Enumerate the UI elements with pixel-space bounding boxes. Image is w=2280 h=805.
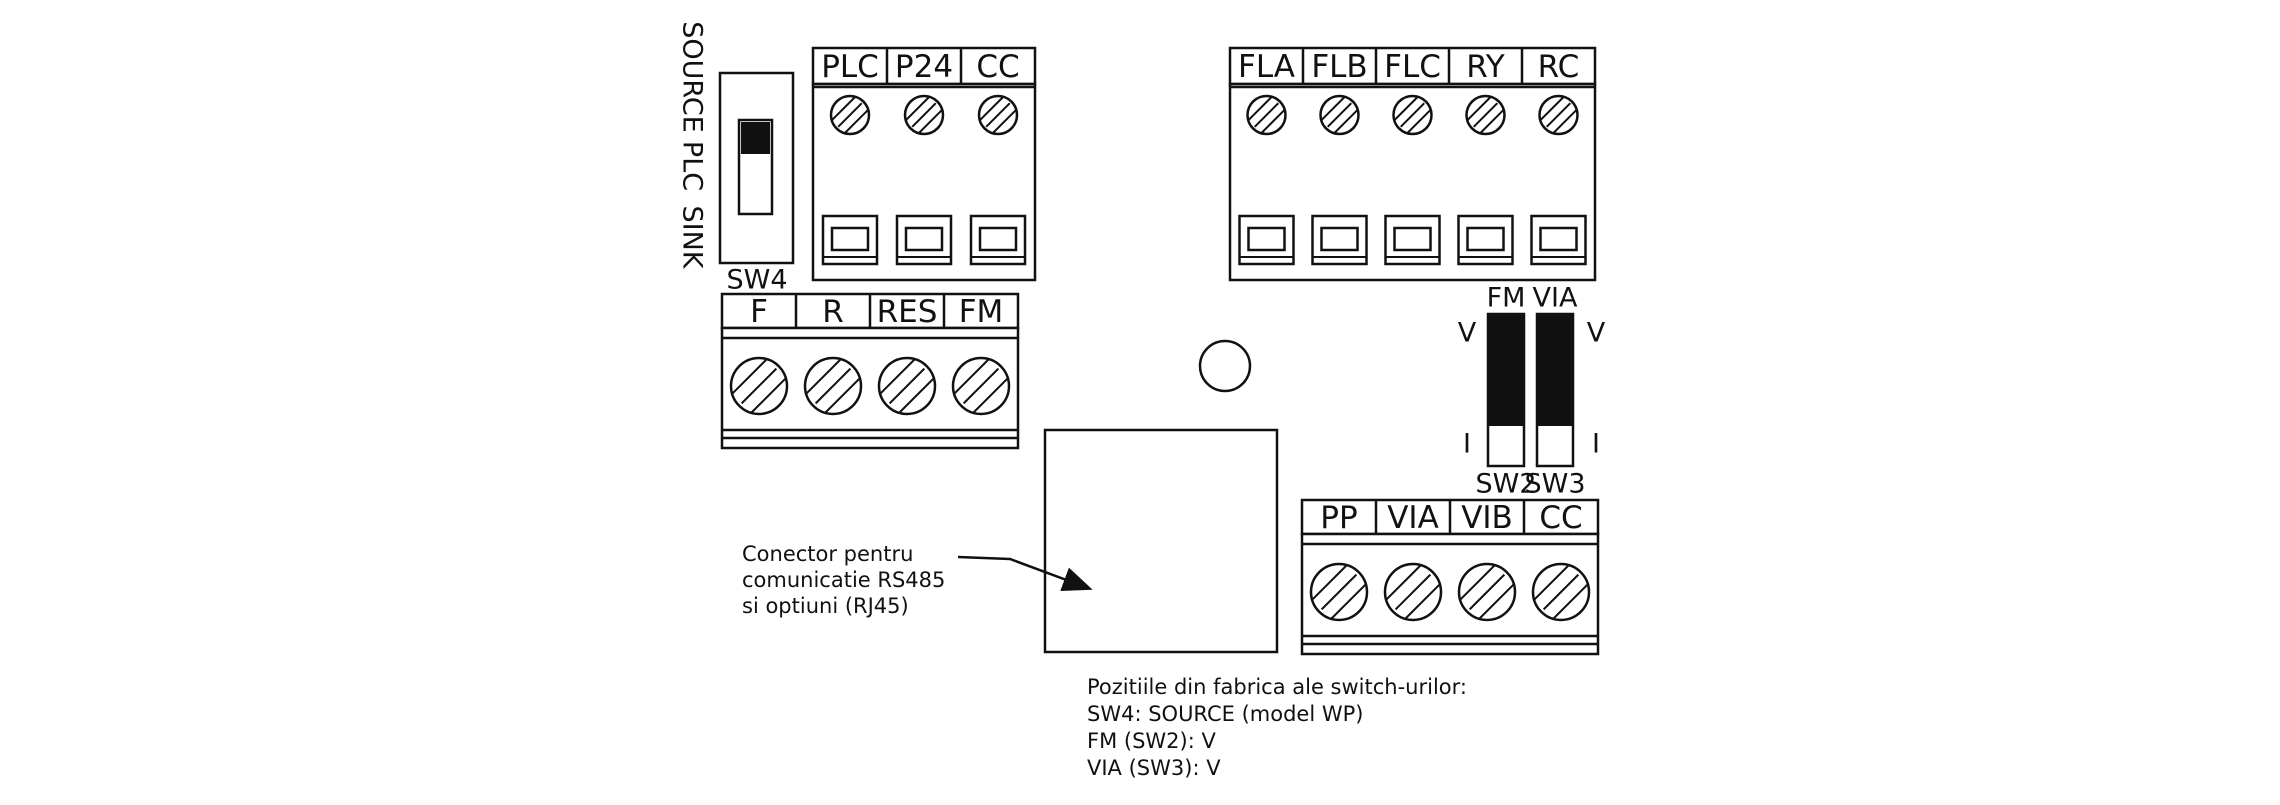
terminal-label: R [822, 294, 844, 330]
screw-icon [1319, 94, 1360, 136]
rj45-callout-line-3: si optiuni (RJ45) [742, 594, 909, 618]
terminal-label: CC [1539, 500, 1582, 536]
sw2-top-label: V [1458, 318, 1477, 349]
sw3-header: VIA [1533, 283, 1578, 314]
terminal-label: FLA [1238, 49, 1295, 85]
screw-icon [1392, 94, 1433, 136]
led-indicator [1198, 339, 1252, 393]
screw-icon [1531, 562, 1591, 622]
terminal-block-top-right: FLA FLB FLC RY RC [1228, 46, 1597, 282]
wire-clamp-icon [895, 214, 953, 266]
terminal-label: PP [1320, 500, 1357, 536]
sw2-label: SW2 [1475, 469, 1536, 500]
rj45-callout: Conector pentru comunicatie RS485 si opt… [742, 542, 1093, 618]
sw4-position-source: SOURCE [677, 21, 708, 132]
sw4-label: SW4 [726, 265, 787, 296]
sw3-bottom-label: I [1592, 429, 1600, 460]
rj45-connector [1043, 428, 1279, 654]
factory-note-line-4: VIA (SW3): V [1087, 756, 1221, 780]
sw4-switch: SOURCE PLC SINK SW4 [677, 21, 795, 296]
terminal-block-bottom-right: PP VIA VIB CC [1300, 498, 1600, 656]
screw-icon [877, 356, 937, 416]
screw-icon [1465, 94, 1506, 136]
terminal-header [1228, 46, 1597, 86]
screw-icon [951, 356, 1011, 416]
terminal-block-middle-left: F R RES FM [720, 292, 1020, 450]
screw-icon [729, 356, 789, 416]
wire-clamp-icon [1384, 214, 1441, 266]
sw2-slider [1488, 314, 1524, 426]
wire-clamp-icon [969, 214, 1027, 266]
screw-icon [977, 94, 1019, 136]
screw-icon [1457, 562, 1517, 622]
sw4-slider [741, 122, 770, 154]
rj45-callout-line-2: comunicatie RS485 [742, 568, 945, 592]
callout-arrow [957, 555, 1093, 592]
terminal-label: PLC [821, 49, 879, 85]
wire-clamp-icon [821, 214, 879, 266]
terminal-label: CC [976, 49, 1019, 85]
terminal-block-top-left: PLC P24 CC [811, 46, 1037, 282]
wire-clamp-icon [1530, 214, 1587, 266]
factory-note-line-3: FM (SW2): V [1087, 729, 1216, 753]
screw-icon [1383, 562, 1443, 622]
screw-icon [903, 94, 945, 136]
sw4-position-sink: SINK [677, 205, 708, 269]
terminal-label: FLB [1311, 49, 1367, 85]
terminal-label: FLC [1384, 49, 1441, 85]
terminal-label: FM [959, 294, 1004, 330]
dip-switch-sw3: VIA V I SW3 [1524, 283, 1605, 500]
sw3-label: SW3 [1524, 469, 1585, 500]
sw3-slider [1537, 314, 1573, 426]
terminal-label: VIB [1461, 500, 1513, 536]
dip-switch-sw2: FM V I SW2 [1458, 283, 1537, 500]
screw-icon [1309, 562, 1369, 622]
wire-clamp-icon [1311, 214, 1368, 266]
terminal-label: P24 [895, 49, 953, 85]
sw3-top-label: V [1587, 318, 1606, 349]
screw-icon [1538, 94, 1579, 136]
rj45-callout-line-1: Conector pentru [742, 542, 913, 566]
terminal-label: RES [877, 294, 938, 330]
factory-note-line-2: SW4: SOURCE (model WP) [1087, 702, 1363, 726]
factory-note-line-1: Pozitiile din fabrica ale switch-urilor: [1087, 675, 1467, 699]
sw4-position-plc: PLC [677, 141, 708, 191]
terminal-label: VIA [1387, 500, 1439, 536]
sw2-header: FM [1487, 283, 1526, 314]
screw-icon [829, 94, 871, 136]
terminal-label: F [750, 294, 768, 330]
terminal-label: RC [1538, 49, 1580, 85]
sw2-bottom-label: I [1463, 429, 1471, 460]
screw-icon [1246, 94, 1287, 136]
terminal-label: RY [1466, 49, 1505, 85]
wire-clamp-icon [1457, 214, 1514, 266]
wire-clamp-icon [1238, 214, 1295, 266]
factory-settings-note: Pozitiile din fabrica ale switch-urilor:… [1087, 675, 1467, 780]
screw-icon [803, 356, 863, 416]
